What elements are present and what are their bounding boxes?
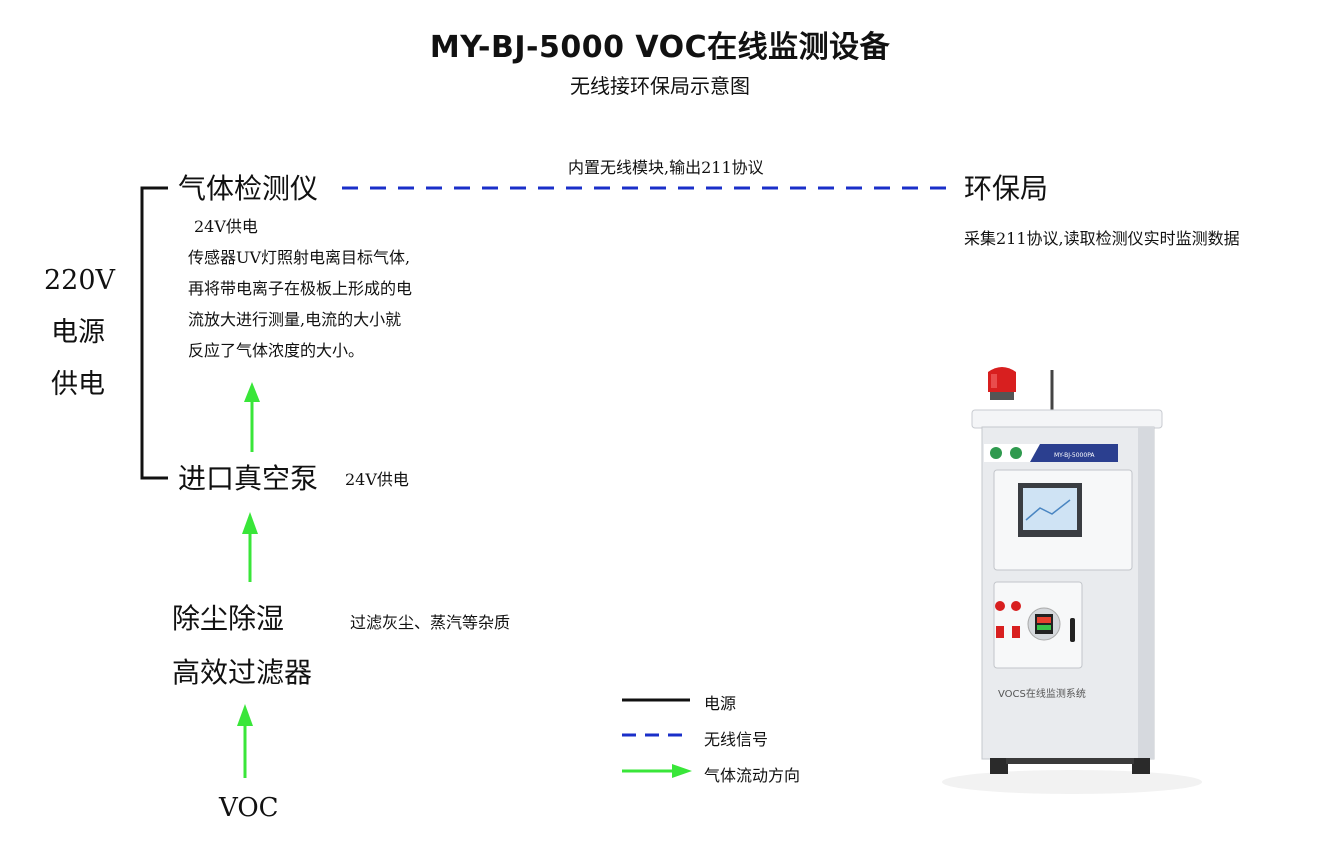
legend-power-label: 电源	[704, 694, 737, 713]
epb-label: 环保局	[964, 172, 1049, 205]
gas-flow-arrow-voc-to-filter	[237, 704, 253, 778]
gas-detector-power-note: 24V供电	[194, 217, 258, 236]
gas-detector-description: 传感器UV灯照射电离目标气体, 再将带电离子在极板上形成的电 流放大进行测量,电…	[188, 242, 412, 366]
power-voltage: 220V	[44, 265, 116, 296]
filter-note: 过滤灰尘、蒸汽等杂质	[350, 613, 511, 632]
gas-flow-arrow-pump-to-detector	[244, 382, 260, 452]
device-cabinet-illustration: MY-BJ-5000PA VOCS在线监测系统	[942, 367, 1202, 794]
wireless-link-label: 内置无线模块,输出211协议	[568, 158, 764, 177]
legend-gas-flow-label: 气体流动方向	[704, 766, 801, 785]
legend-wireless-label: 无线信号	[704, 730, 769, 749]
filter-label-line2: 高效过滤器	[172, 656, 313, 689]
gas-detector-label: 气体检测仪	[178, 172, 319, 205]
description-line: 反应了气体浓度的大小。	[188, 341, 365, 360]
panel-model-text: MY-BJ-5000PA	[1054, 452, 1095, 459]
power-supply-label: 220V 电源 供电	[44, 255, 116, 411]
epb-note: 采集211协议,读取检测仪实时监测数据	[964, 229, 1240, 248]
power-word: 电源	[51, 317, 105, 348]
page-subtitle: 无线接环保局示意图	[570, 74, 750, 98]
legend-arrow	[622, 764, 692, 778]
power-bracket-line	[140, 186, 168, 480]
vacuum-pump-label: 进口真空泵	[178, 462, 319, 495]
vacuum-pump-power-note: 24V供电	[345, 470, 409, 489]
power-supply-word: 供电	[51, 369, 105, 400]
description-line: 流放大进行测量,电流的大小就	[188, 310, 402, 329]
description-line: 再将带电离子在极板上形成的电	[188, 279, 413, 298]
filter-label-line1: 除尘除湿	[172, 602, 285, 635]
description-line: 传感器UV灯照射电离目标气体,	[188, 248, 411, 267]
voc-source-label: VOC	[219, 793, 279, 823]
page-title: MY-BJ-5000 VOC在线监测设备	[429, 30, 891, 65]
gas-flow-arrow-filter-to-pump	[242, 512, 258, 582]
device-brand-text: VOCS在线监测系统	[998, 687, 1086, 700]
